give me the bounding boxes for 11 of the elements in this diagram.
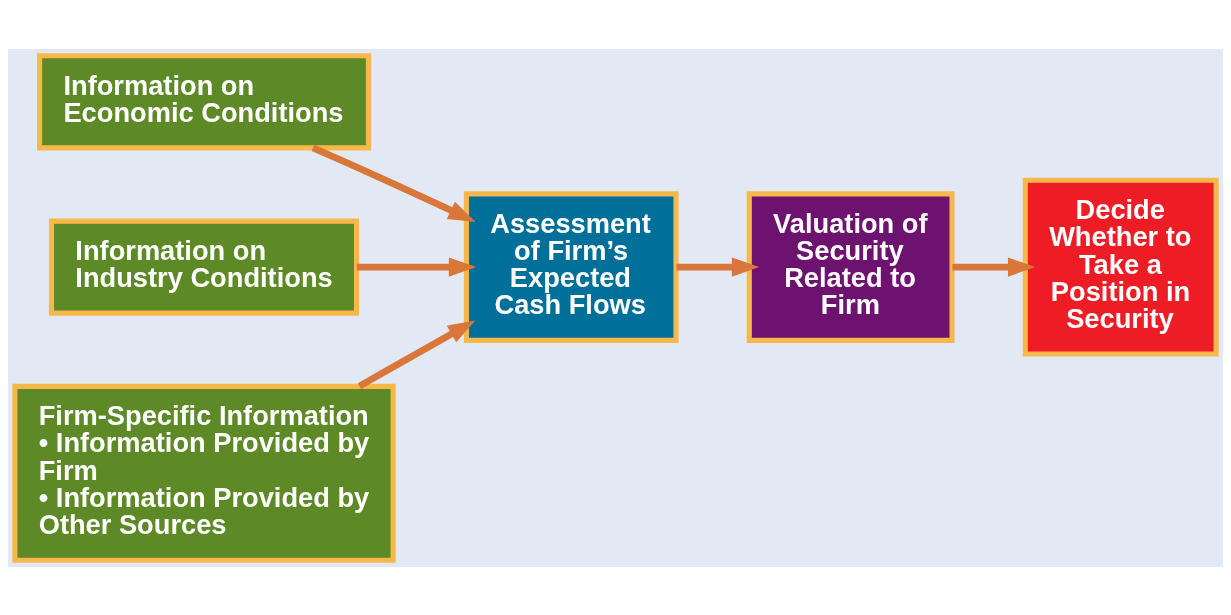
node-box: Information on Industry Conditions bbox=[48, 218, 360, 316]
arrow bbox=[357, 319, 476, 389]
node-box: Assessment of Firm’s Expected Cash Flows bbox=[463, 190, 679, 343]
node-box: Firm-Specific Information • Information Provided by Firm • Information Provided by Other Sources bbox=[12, 383, 396, 563]
node-box: Information on Economic Conditions bbox=[37, 52, 371, 150]
arrow bbox=[676, 257, 760, 277]
arrow bbox=[952, 257, 1036, 277]
node-box: Decide Whether to Take a Position in Security bbox=[1022, 177, 1219, 357]
arrow bbox=[311, 144, 476, 222]
arrow bbox=[356, 257, 477, 277]
node-box: Valuation of Security Related to Firm bbox=[746, 190, 955, 343]
